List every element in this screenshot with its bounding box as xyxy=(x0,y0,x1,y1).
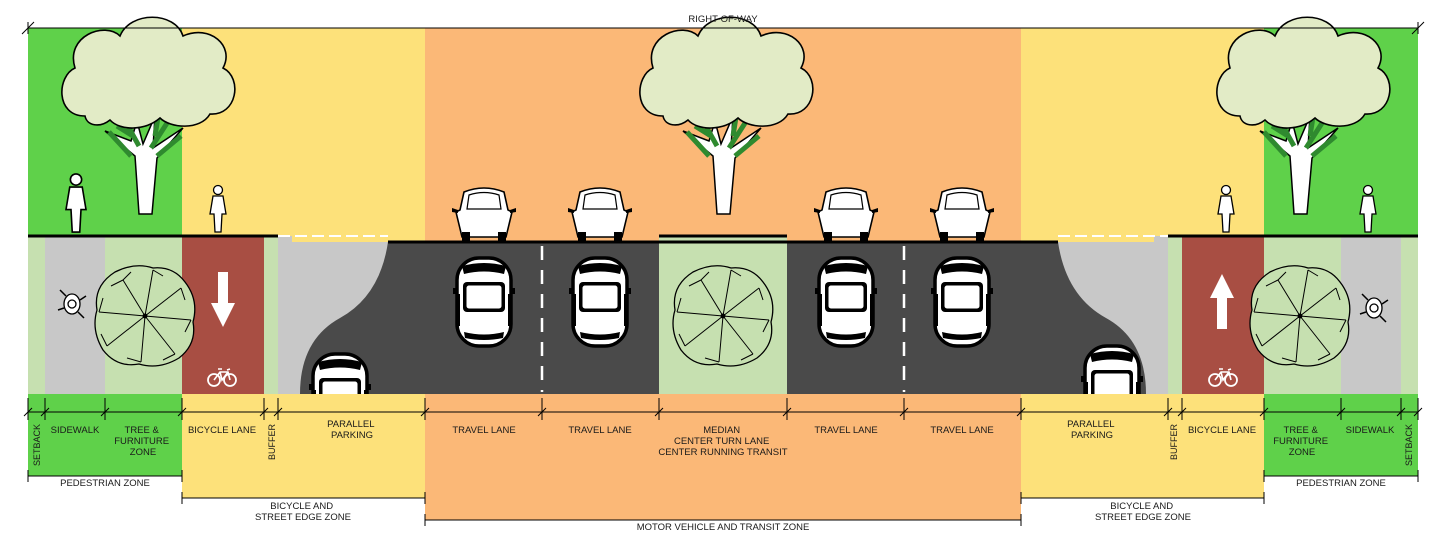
segment-tick-slash xyxy=(1336,407,1346,417)
setback-right-strip xyxy=(1401,236,1418,394)
parking-left-label: PARALLEL PARKING xyxy=(327,419,377,441)
travel-lane-1-label: TRAVEL LANE xyxy=(452,425,515,436)
setback-right-label: SETBACK xyxy=(1404,424,1414,466)
tree-plan-left xyxy=(94,265,196,367)
curb-left xyxy=(278,236,292,394)
segment-tick-slash xyxy=(273,407,283,417)
zone-dimensions xyxy=(27,470,1419,526)
sidewalk-right-label: SIDEWALK xyxy=(1346,425,1395,436)
segment-tick-slash xyxy=(1177,407,1187,417)
tree-plan-median xyxy=(672,265,774,367)
segment-tick-slash xyxy=(177,407,187,417)
sidewalk-left-label: SIDEWALK xyxy=(51,425,100,436)
segment-tick-slash xyxy=(259,407,269,417)
parking-bulb-left xyxy=(292,242,388,394)
bike-lane-right-label: BICYCLE LANE xyxy=(1188,425,1256,436)
buffer-right-strip xyxy=(1168,236,1182,394)
median-label: MEDIAN CENTER TURN LANE CENTER RUNNING T… xyxy=(658,425,787,458)
car-plan-travel-3 xyxy=(813,256,879,348)
pedestrian-zone-left-label: PEDESTRIAN ZONE xyxy=(60,478,150,489)
bike-arrow-up-icon xyxy=(1210,274,1234,329)
parking-right-label: PARALLEL PARKING xyxy=(1067,419,1117,441)
travel-lane-2-label: TRAVEL LANE xyxy=(568,425,631,436)
car-plan-travel-2 xyxy=(567,256,633,348)
car-plan-travel-1 xyxy=(451,256,517,348)
right-of-way-label: RIGHT-OF-WAY xyxy=(688,14,758,25)
bicycle-zone-right-label: BICYCLE AND STREET EDGE ZONE xyxy=(1095,501,1191,523)
segment-tick-slash xyxy=(1413,407,1423,417)
segment-labels: SETBACK SIDEWALK TREE & FURNITURE ZONE B… xyxy=(32,419,1414,466)
car-plan-travel-4 xyxy=(929,256,995,348)
segment-tick-slash xyxy=(899,407,909,417)
segment-tick-slash xyxy=(40,407,50,417)
travel-lane-4-label: TRAVEL LANE xyxy=(930,425,993,436)
segment-tick-slash xyxy=(1163,407,1173,417)
setback-left-strip xyxy=(28,236,45,394)
sidewalk-left-strip xyxy=(45,236,105,394)
zone-labels: PEDESTRIAN ZONE BICYCLE AND STREET EDGE … xyxy=(60,478,1386,533)
segment-tick-slash xyxy=(100,407,110,417)
segment-tick-slash xyxy=(1396,407,1406,417)
tree-zone-right-label: TREE & FURNITURE ZONE xyxy=(1273,425,1331,458)
bike-arrow-down-icon xyxy=(211,272,235,327)
segment-tick-slash xyxy=(1016,407,1026,417)
plan-view xyxy=(28,234,1418,394)
motor-vehicle-zone-label: MOTOR VEHICLE AND TRANSIT ZONE xyxy=(637,522,810,533)
segment-tick-slash xyxy=(782,407,792,417)
tree-plan-right xyxy=(1249,265,1351,367)
tree-zone-left-label: TREE & FURNITURE ZONE xyxy=(114,425,172,458)
right-of-way-dimension: RIGHT-OF-WAY xyxy=(21,14,1425,35)
setback-left-label: SETBACK xyxy=(32,424,42,466)
bicycle-zone-left-label: BICYCLE AND STREET EDGE ZONE xyxy=(255,501,351,523)
pedestrian-zone-right-label: PEDESTRIAN ZONE xyxy=(1296,478,1386,489)
segment-tick-slash xyxy=(23,407,33,417)
buffer-left-strip xyxy=(264,236,278,394)
curb-right xyxy=(1154,236,1168,394)
segment-tick-slash xyxy=(420,407,430,417)
segment-tick-slash xyxy=(1259,407,1269,417)
segment-tick-slash xyxy=(654,407,664,417)
segment-dimensions xyxy=(23,398,1423,420)
segment-tick-slash xyxy=(537,407,547,417)
bike-lane-left-label: BICYCLE LANE xyxy=(188,425,256,436)
buffer-left-label: BUFFER xyxy=(267,423,277,460)
travel-lane-3-label: TRAVEL LANE xyxy=(814,425,877,436)
buffer-right-label: BUFFER xyxy=(1169,423,1179,460)
parking-bulb-right xyxy=(1058,242,1154,394)
